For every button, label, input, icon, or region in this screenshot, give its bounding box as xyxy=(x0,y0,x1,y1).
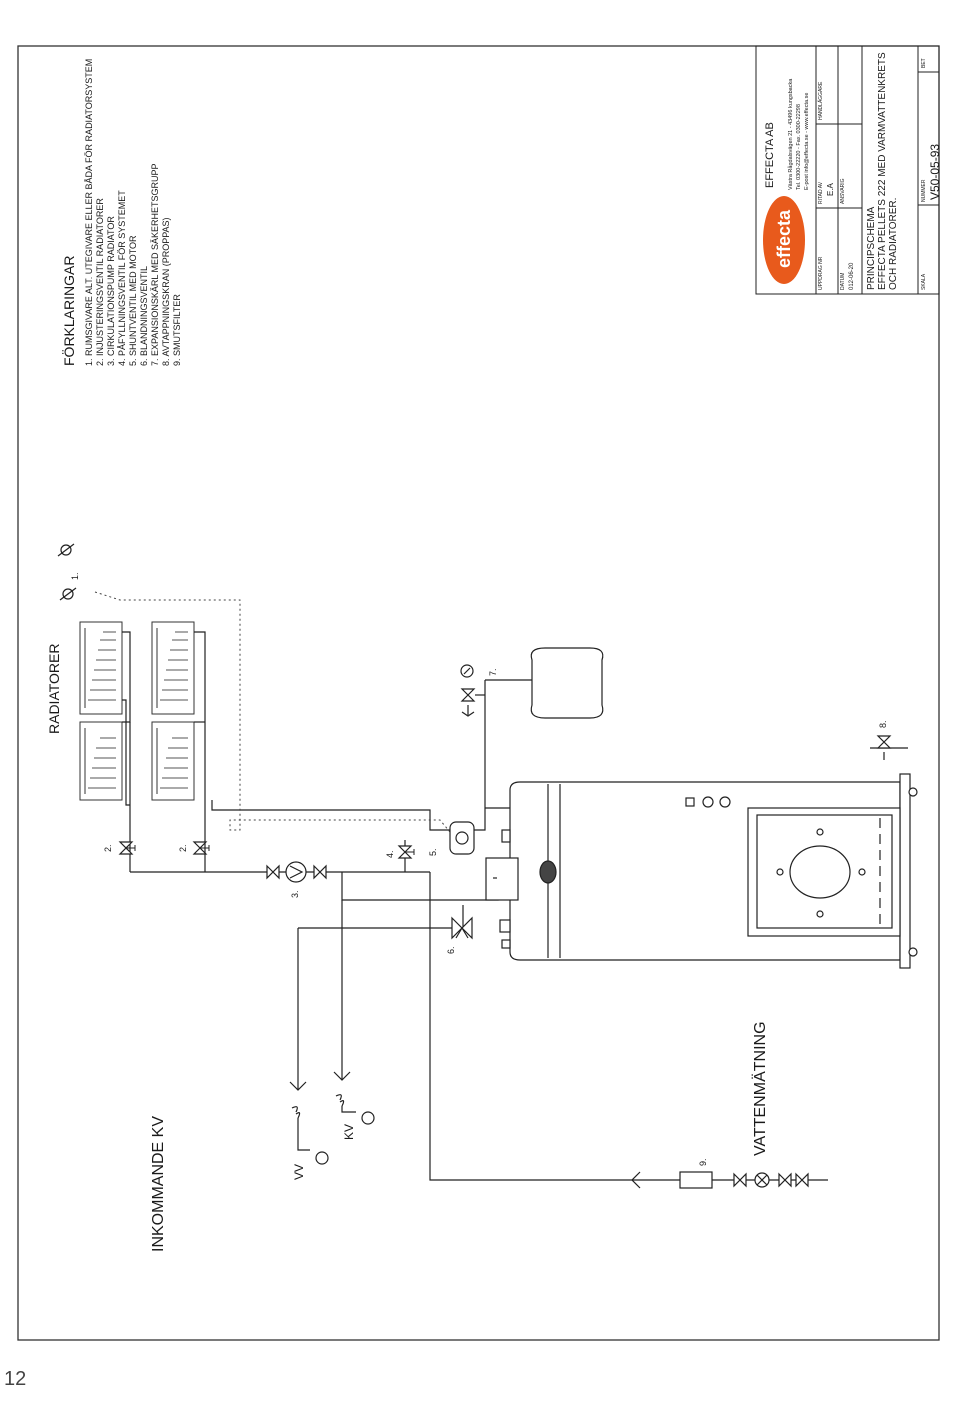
datum-value: 012-06-20 xyxy=(849,262,855,290)
callout-6: 6. xyxy=(446,946,456,954)
datum-label: DATUM xyxy=(840,272,846,290)
legend-item: 4. PÅFYLLNINGSVENTIL FÖR SYSTEMET xyxy=(117,190,127,366)
page-number: 12 xyxy=(4,1368,27,1390)
drawing-number: V50-05-93 xyxy=(928,143,942,200)
logo-text: effecta xyxy=(774,209,794,268)
title-block xyxy=(755,45,940,295)
callout-9: 9. xyxy=(698,1158,708,1166)
radiatorer-label: RADIATORER xyxy=(46,643,62,735)
fill-valve xyxy=(398,845,415,859)
hot-cold-water-stubs xyxy=(289,1071,375,1165)
drain-tap xyxy=(877,735,891,760)
company-name: EFFECTA AB xyxy=(764,122,776,188)
radiator-bottom-right xyxy=(151,621,195,715)
shunt-valve-motor xyxy=(449,821,475,855)
ritad-label: RITAD AV xyxy=(818,181,824,204)
radiator-piping xyxy=(122,631,908,1181)
legend-title: FÖRKLARINGAR xyxy=(61,255,77,366)
legend-item: 5. SHUNTVENTIL MED MOTOR xyxy=(128,235,138,366)
legend-item: 9. SMUTSFILTER xyxy=(172,294,182,366)
drawing-title-line2: EFFECTA PELLETS 222 MED VARMVATTENKRETS xyxy=(877,52,888,290)
effecta-logo xyxy=(763,196,805,284)
handlaggare-label: HANDLÄGGARE xyxy=(818,81,824,120)
callout-8: 8. xyxy=(878,720,888,728)
legend-item: 8. AVTAPPNINGSKRAN (PROPPAS) xyxy=(161,217,171,366)
radiator-top-left xyxy=(79,721,123,801)
inlet-water-assembly xyxy=(631,1171,828,1189)
legend-item: 3. CIRKULATIONSPUMP RADIATOR xyxy=(106,216,116,366)
mixing-valve xyxy=(451,916,473,940)
skala-label: SKALA xyxy=(921,273,927,290)
callout-1: 1. xyxy=(70,572,80,580)
drawing-border xyxy=(17,45,940,1341)
nummer-label: NUMMER xyxy=(921,179,927,203)
drawing-title: PRINCIPSCHEMA EFFECTA PELLETS 222 MED VA… xyxy=(866,52,899,290)
drawing-title-line1: PRINCIPSCHEMA xyxy=(866,206,877,290)
callout-3: 3. xyxy=(290,890,300,898)
callout-7: 7. xyxy=(488,668,498,676)
callout-2a: 2. xyxy=(103,844,113,852)
ritad-value: E.A xyxy=(826,183,835,196)
sensor-wiring xyxy=(94,591,451,833)
balancing-valve-2 xyxy=(193,841,210,855)
inkommande-kv-label: INKOMMANDE KV xyxy=(150,1115,167,1252)
uppdrag-label: UPPDRAG NR xyxy=(818,256,824,290)
balancing-valve-1 xyxy=(119,841,136,855)
kv-label: KV xyxy=(342,1123,356,1140)
blad-label: BET xyxy=(921,58,927,68)
company-address: Västra Rågdalsvägen 21 - 43496 kungsback… xyxy=(788,78,794,190)
radiator-bottom-left xyxy=(151,721,195,801)
company-phone: Tel. 0300-22220 - Fax. 0300-22298 xyxy=(796,104,802,190)
legend-item: 1. RUMSGIVARE ALT. UTEGIVARE ELLER BÅDA … xyxy=(84,58,94,366)
expansion-tank xyxy=(460,647,604,719)
radiator-group xyxy=(79,621,195,801)
legend: FÖRKLARINGAR 1. RUMSGIVARE ALT. UTEGIVAR… xyxy=(58,59,183,366)
legend-item: 6. BLANDNINGSVENTIL xyxy=(139,265,149,366)
vv-label: VV xyxy=(292,1163,306,1180)
callout-2b: 2. xyxy=(178,844,188,852)
callout-5: 5. xyxy=(428,848,438,856)
circulation-pump xyxy=(266,861,327,883)
drawing-title-line3: OCH RADIATORER. xyxy=(888,197,899,290)
legend-item: 7. EXPANSIONSKÄRL MED SÄKERHETSGRUPP xyxy=(150,163,160,366)
radiator-top-right xyxy=(79,621,123,715)
callout-4: 4. xyxy=(385,850,395,858)
room-sensors xyxy=(57,543,77,601)
vattenmatning-label: VATTENMÄTNING xyxy=(752,1021,769,1156)
company-email: E-post info@effecta.se - www.effecta.se xyxy=(804,92,810,190)
legend-item: 2. INJUSTERINGSVENTIL RADIATORER xyxy=(95,198,105,366)
pellet-boiler xyxy=(485,773,918,969)
ansvarig-label: ANSVARIG xyxy=(840,178,846,204)
